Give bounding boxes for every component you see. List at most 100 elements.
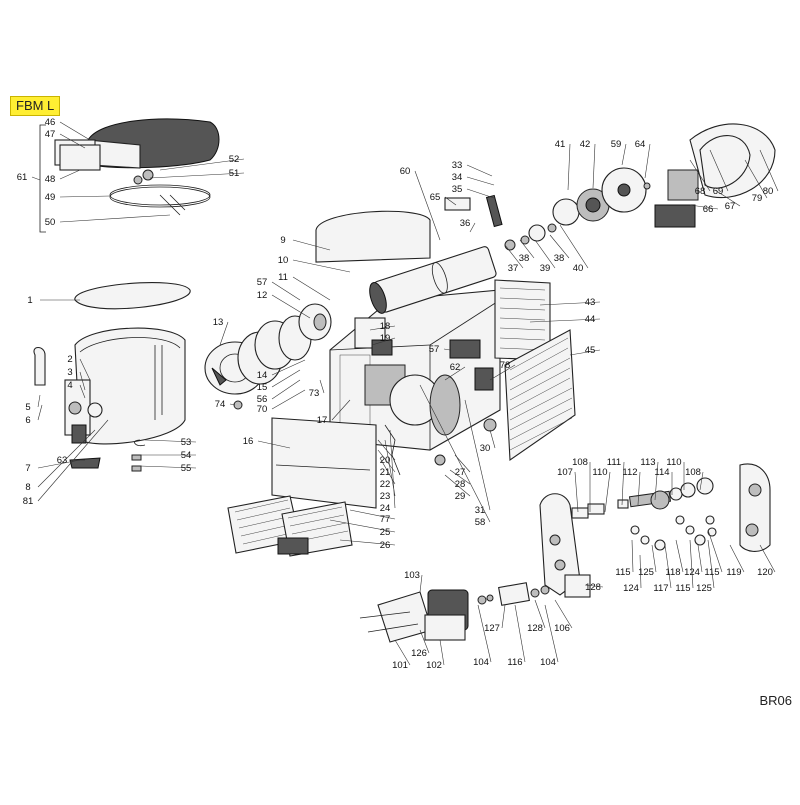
leader-line <box>729 544 745 573</box>
leader-line <box>689 159 711 192</box>
callout-81: 81 <box>23 419 109 507</box>
leader-line <box>59 169 81 180</box>
part-number-label: 22 <box>380 479 391 490</box>
callout-41: 41 <box>555 139 571 191</box>
part-number-label: 36 <box>460 218 471 229</box>
callout-16: 16 <box>243 436 291 449</box>
callout-70: 70 <box>257 389 306 415</box>
leader-line <box>444 366 466 381</box>
callout-57: 57 <box>257 277 301 301</box>
callout-120: 120 <box>757 544 776 578</box>
part-number-label: 114 <box>654 467 669 478</box>
leader-line <box>744 159 768 199</box>
callout-49: 49 <box>45 192 111 203</box>
part-number-label: 116 <box>507 657 522 668</box>
callout-6: 6 <box>25 404 43 426</box>
part-number-label: 1 <box>27 295 32 306</box>
callout-54: 54 <box>140 450 196 461</box>
callout-104: 104 <box>540 604 559 668</box>
part-number-label: 124 <box>623 583 639 594</box>
part-number-label: 50 <box>45 217 56 228</box>
part-number-label: 35 <box>452 184 463 195</box>
part-number-label: 125 <box>638 567 654 578</box>
leader-line <box>514 604 526 663</box>
leader-line <box>584 584 604 588</box>
leader-line <box>379 457 396 485</box>
part-number-label: 16 <box>243 436 254 447</box>
leader-line <box>631 539 634 573</box>
leader-line <box>469 222 476 233</box>
part-number-label: 51 <box>229 168 240 179</box>
leader-line <box>644 143 651 179</box>
leader-line <box>444 196 457 206</box>
callout-66: 66 <box>689 204 719 215</box>
part-number-label: 33 <box>452 160 463 171</box>
part-number-label: 19 <box>380 333 391 344</box>
callout-56: 56 <box>257 379 301 405</box>
leader-line <box>439 639 445 666</box>
callout-37: 37 <box>504 244 524 274</box>
leader-line <box>271 379 301 400</box>
part-number-label: 115 <box>615 567 630 578</box>
leader-line <box>569 349 601 356</box>
leader-line <box>466 176 495 186</box>
leader-line <box>139 465 197 469</box>
leader-line <box>292 259 351 273</box>
part-number-label: 4 <box>67 380 72 391</box>
leader-line <box>369 325 396 331</box>
leader-line <box>37 459 81 469</box>
part-number-label: 68 <box>695 186 706 197</box>
part-number-label: 25 <box>380 527 391 538</box>
part-number-label: 62 <box>450 362 461 373</box>
leader-line <box>504 244 524 269</box>
callout-1: 1 <box>27 295 80 306</box>
part-number-label: 58 <box>475 517 486 528</box>
part-number-label: 74 <box>215 399 226 410</box>
leader-line <box>331 399 351 421</box>
part-number-label: 8 <box>25 482 30 493</box>
part-number-label: 46 <box>45 117 56 128</box>
part-number-label: 110 <box>592 467 607 478</box>
leader-line <box>549 234 570 259</box>
callout-22: 22 <box>379 457 396 490</box>
callout-25: 25 <box>329 519 396 538</box>
leader-line <box>449 469 471 485</box>
part-number-label: 106 <box>554 623 570 634</box>
leader-line <box>37 419 109 502</box>
leader-line <box>567 143 571 191</box>
leader-line <box>689 539 694 589</box>
part-number-label: 128 <box>527 623 543 634</box>
part-number-label: 47 <box>45 129 56 140</box>
callout-126: 126 <box>411 629 430 659</box>
callout-10: 10 <box>278 255 351 273</box>
callout-60: 60 <box>400 166 441 241</box>
part-number-label: 56 <box>257 394 268 405</box>
callout-115: 115 <box>615 539 634 578</box>
leader-line <box>271 369 301 388</box>
callout-19: 19 <box>371 333 396 346</box>
leader-line <box>419 629 430 654</box>
leader-line <box>292 239 331 251</box>
callout-124: 124 <box>623 554 642 594</box>
callout-77: 77 <box>349 509 396 525</box>
callout-108: 108 <box>685 467 704 491</box>
part-number-label: 15 <box>257 382 268 393</box>
part-number-label: 43 <box>585 297 596 308</box>
leader-line <box>37 429 96 488</box>
part-number-label: 13 <box>213 317 224 328</box>
part-number-label: 103 <box>404 570 420 581</box>
part-number-label: 18 <box>380 321 391 332</box>
leader-line <box>651 544 657 573</box>
leader-line <box>621 461 625 506</box>
callout-113: 113 <box>640 457 659 501</box>
part-number-label: 27 <box>455 467 466 478</box>
leader-line <box>59 133 86 149</box>
callout-111: 111 <box>607 457 625 506</box>
callout-31: 31 <box>464 399 491 516</box>
part-number-label: 110 <box>666 457 681 468</box>
leader-line <box>637 471 641 506</box>
part-number-label: 57 <box>257 277 268 288</box>
callout-35: 35 <box>452 184 495 199</box>
part-number-label: 104 <box>540 657 556 668</box>
